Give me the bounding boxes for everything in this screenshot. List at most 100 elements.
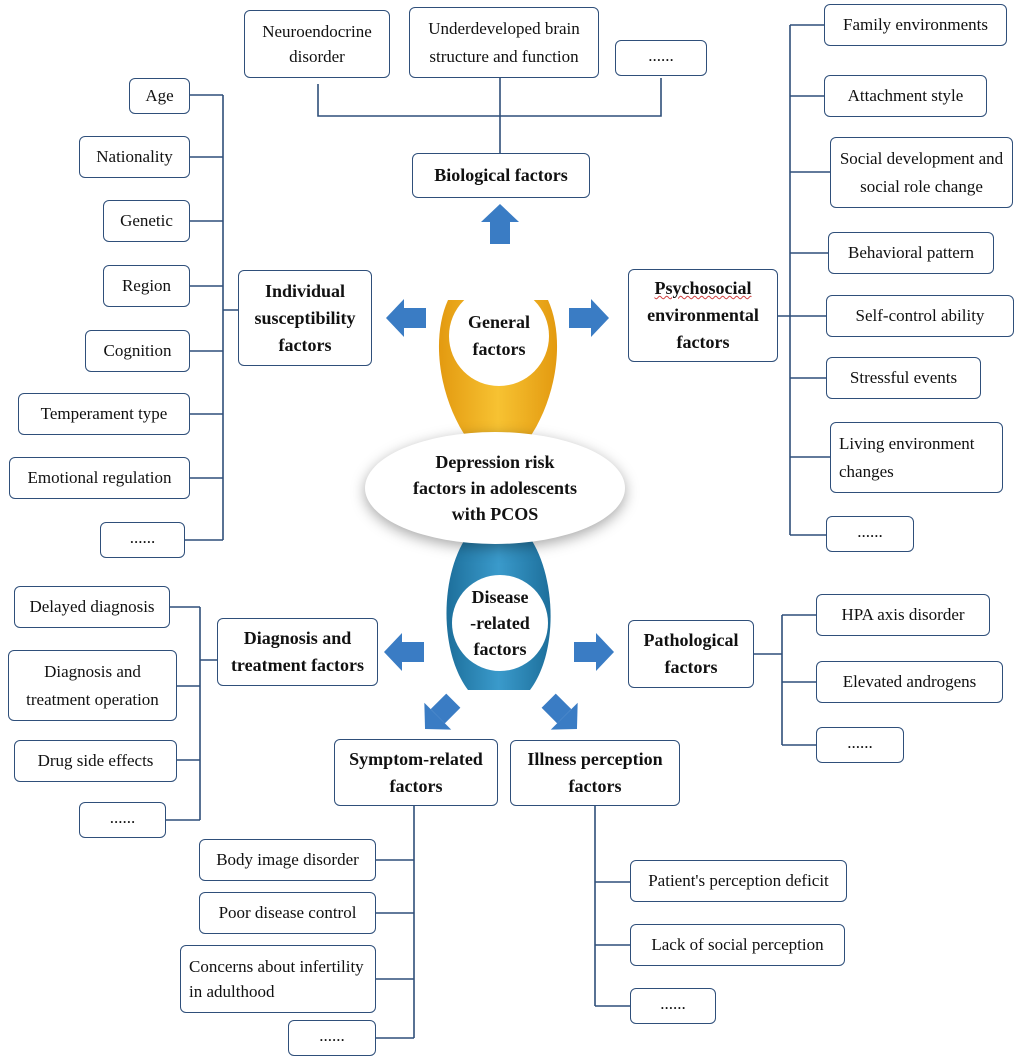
diagnosis-item-more: ...... <box>79 802 166 838</box>
symptom-title2: factors <box>389 775 443 796</box>
psychosocial-title2: environmental <box>647 305 759 325</box>
psycho-item-attachment: Attachment style <box>824 75 987 117</box>
illness-item-label: Patient's perception deficit <box>648 871 829 891</box>
individual-item-region: Region <box>103 265 190 307</box>
diagnosis-item-label: Delayed diagnosis <box>29 597 155 617</box>
illness-title2: factors <box>568 776 622 796</box>
diagnosis-factors-box: Diagnosis and treatment factors <box>217 618 378 686</box>
individual-item-label: Cognition <box>103 341 172 361</box>
illness-item-label: Lack of social perception <box>651 935 824 955</box>
general-line1: General <box>468 312 530 332</box>
general-factors-circle: General factors <box>449 286 549 386</box>
individual-item-age: Age <box>129 78 190 114</box>
psychosocial-factors-box: Psychosocial environmental factors <box>628 269 778 362</box>
central-topic-line2: factors in adolescents <box>413 477 577 498</box>
individual-item-label: Temperament type <box>40 404 168 424</box>
disease-line2: -related <box>470 612 530 633</box>
psycho-item-behavioral: Behavioral pattern <box>828 232 994 274</box>
diagnosis-item-label: ...... <box>109 807 136 827</box>
psycho-item-label: Behavioral pattern <box>847 243 975 263</box>
psycho-item-label: ...... <box>857 521 883 541</box>
individual-item-label: Emotional regulation <box>27 468 172 488</box>
illness-factors-box: Illness perception factors <box>510 740 680 806</box>
central-topic: Depression risk factors in adolescents w… <box>365 432 625 544</box>
patho-item-androgens: Elevated androgens <box>816 661 1003 703</box>
illness-item-social: Lack of social perception <box>630 924 845 966</box>
bio-item-label: Neuroendocrine disorder <box>262 21 372 67</box>
psycho-item-label: Family environments <box>843 15 988 35</box>
arrow-up-biological <box>481 204 519 244</box>
arrow-left-diagnosis <box>384 633 424 671</box>
pathological-title1: Pathological <box>643 630 739 650</box>
bio-item-brain: Underdeveloped brain structure and funct… <box>409 7 599 78</box>
disease-line1: Disease <box>471 586 529 607</box>
psycho-item-more: ...... <box>826 516 914 552</box>
diagnosis-item-label: Drug side effects <box>37 751 154 771</box>
individual-item-label: Nationality <box>96 147 173 167</box>
symptom-item-label: Body image disorder <box>216 850 359 870</box>
individual-item-label: Age <box>145 86 174 106</box>
psycho-item-family: Family environments <box>824 4 1007 46</box>
psychosocial-title3: factors <box>676 332 730 352</box>
general-line2: factors <box>472 339 526 359</box>
patho-item-more: ...... <box>816 727 904 763</box>
central-topic-line3: with PCOS <box>451 504 539 525</box>
patho-item-label: ...... <box>847 732 873 752</box>
individual-item-nationality: Nationality <box>79 136 190 178</box>
symptom-item-label: Concerns about infertility in adulthood <box>189 956 364 1002</box>
patho-item-hpa: HPA axis disorder <box>816 594 990 636</box>
individual-item-label: ...... <box>129 527 156 547</box>
psycho-item-label: Living environment changes <box>839 434 975 481</box>
arrow-down-symptom <box>411 687 467 743</box>
bio-item-label: ...... <box>648 45 674 65</box>
diagnosis-item-delayed: Delayed diagnosis <box>14 586 170 628</box>
individual-item-label: Region <box>121 276 172 296</box>
psycho-item-stressful: Stressful events <box>826 357 981 399</box>
psychosocial-title1: Psychosocial <box>654 278 752 298</box>
symptom-item-more: ...... <box>288 1020 376 1056</box>
illness-item-more: ...... <box>630 988 716 1024</box>
psycho-item-label: Social development and social role chang… <box>839 149 1004 196</box>
individual-factors-box: Individual susceptibility factors <box>238 270 372 366</box>
bio-item-label: Underdeveloped brain structure and funct… <box>428 19 580 66</box>
pathological-title2: factors <box>664 657 718 677</box>
psycho-item-self-control: Self-control ability <box>826 295 1014 337</box>
patho-item-label: HPA axis disorder <box>841 605 965 625</box>
symptom-item-label: ...... <box>319 1025 345 1045</box>
symptom-item-label: Poor disease control <box>218 903 357 923</box>
biological-title: Biological factors <box>434 165 568 185</box>
disease-line3: factors <box>473 639 527 660</box>
individual-item-temperament: Temperament type <box>18 393 190 435</box>
psycho-item-living: Living environment changes <box>830 422 1003 493</box>
bio-item-more: ...... <box>615 40 707 76</box>
individual-item-more: ...... <box>100 522 185 558</box>
arrow-right-pathological <box>574 633 614 671</box>
diagnosis-item-drug: Drug side effects <box>14 740 177 782</box>
symptom-factors-box: Symptom-related factors <box>334 739 498 806</box>
disease-factors-circle: Disease -related factors <box>452 575 548 671</box>
symptom-title1: Symptom-related <box>349 748 483 769</box>
patho-item-label: Elevated androgens <box>842 672 977 692</box>
individual-item-genetic: Genetic <box>103 200 190 242</box>
individual-title2: susceptibility <box>254 307 356 328</box>
diagnosis-item-operation: Diagnosis and treatment operation <box>8 650 177 721</box>
individual-item-emotional: Emotional regulation <box>9 457 190 499</box>
diagnosis-title2: treatment factors <box>230 655 365 675</box>
individual-item-label: Genetic <box>120 211 173 231</box>
diagnosis-item-label: Diagnosis and treatment operation <box>26 662 159 709</box>
psycho-item-label: Attachment style <box>847 86 964 106</box>
psycho-item-label: Self-control ability <box>855 306 985 326</box>
diagnosis-title1: Diagnosis and <box>243 628 352 648</box>
symptom-item-disease-control: Poor disease control <box>199 892 376 934</box>
illness-item-label: ...... <box>660 993 686 1013</box>
symptom-item-body-image: Body image disorder <box>199 839 376 881</box>
illness-item-patient: Patient's perception deficit <box>630 860 847 902</box>
individual-title3: factors <box>278 334 332 355</box>
bio-item-neuroendocrine: Neuroendocrine disorder <box>244 10 390 78</box>
individual-item-cognition: Cognition <box>85 330 190 372</box>
arrow-down-illness <box>535 687 591 743</box>
biological-factors-box: Biological factors <box>412 153 590 198</box>
individual-title1: Individual <box>264 280 346 301</box>
pathological-factors-box: Pathological factors <box>628 620 754 688</box>
symptom-item-infertility: Concerns about infertility in adulthood <box>180 945 376 1013</box>
